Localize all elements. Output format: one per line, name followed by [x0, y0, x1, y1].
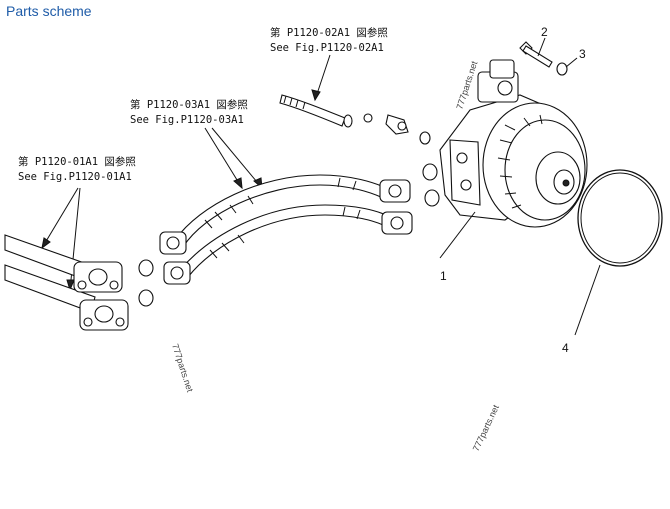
callout-1: 1 — [440, 269, 447, 283]
page-title: Parts scheme — [6, 3, 92, 19]
small-hose-assembly — [279, 94, 431, 145]
ref-01a1-jp: 第 P1120-01A1 図参照 — [18, 155, 136, 168]
callout-leaders — [439, 211, 601, 336]
reference-label-01a1: 第 P1120-01A1 図参照 See Fig.P1120-01A1 — [18, 155, 136, 183]
callout-4: 4 — [562, 341, 569, 355]
large-o-ring — [577, 169, 663, 267]
ref-02a1-en: See Fig.P1120-02A1 — [270, 42, 384, 54]
watermark-3: 777parts.net — [471, 403, 501, 453]
pipes-01a1 — [4, 234, 129, 331]
bolt-and-washer — [519, 37, 578, 76]
callout-2: 2 — [541, 25, 548, 39]
reference-label-02a1: 第 P1120-02A1 図参照 See Fig.P1120-02A1 — [270, 26, 388, 54]
long-hoses-03a1 — [138, 163, 440, 307]
watermark-2: 777parts.net — [170, 343, 195, 394]
watermark-1: 777parts.net — [454, 59, 479, 110]
motor-assembly — [439, 59, 588, 228]
ref-01a1-en: See Fig.P1120-01A1 — [18, 171, 132, 183]
reference-label-03a1: 第 P1120-03A1 図参照 See Fig.P1120-03A1 — [130, 98, 248, 126]
ref-03a1-en: See Fig.P1120-03A1 — [130, 114, 244, 126]
ref-02a1-jp: 第 P1120-02A1 図参照 — [270, 26, 388, 39]
callout-3: 3 — [579, 47, 586, 61]
ref-03a1-jp: 第 P1120-03A1 図参照 — [130, 98, 248, 111]
